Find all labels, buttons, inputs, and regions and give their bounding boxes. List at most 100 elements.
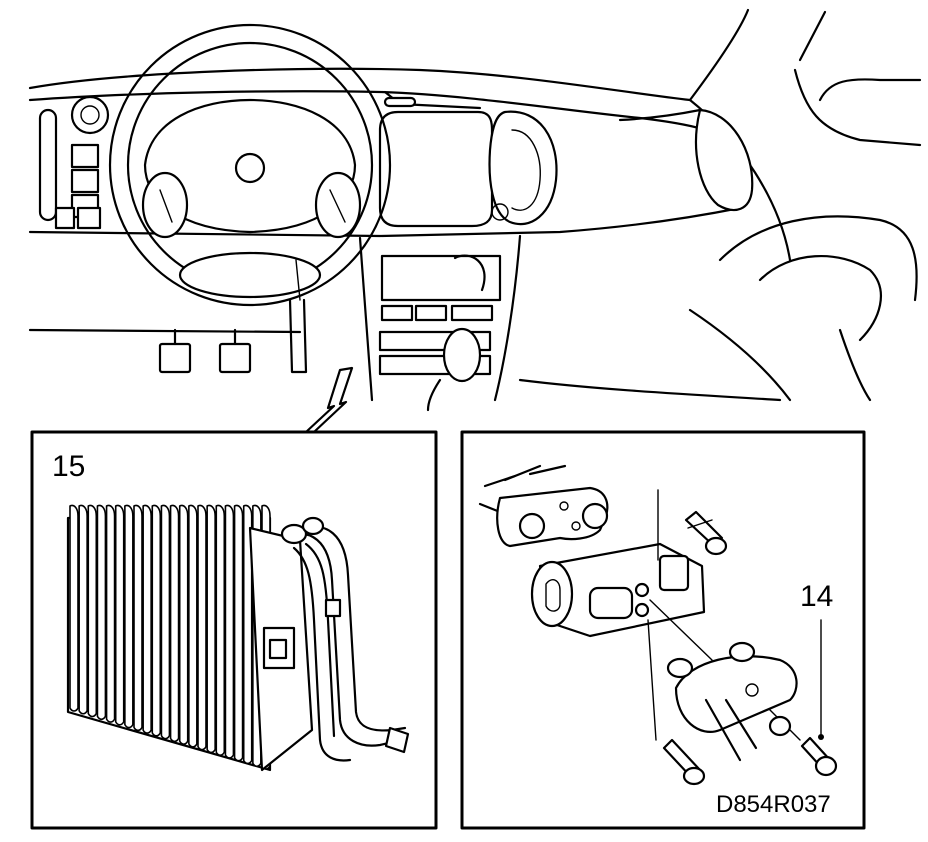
steering-column — [288, 298, 308, 374]
evaporator-label: 15 — [52, 450, 85, 483]
dash-right-brow — [618, 108, 702, 122]
valve-side-port — [658, 554, 690, 592]
centre-vent-right — [488, 110, 558, 226]
defrost-vent — [383, 96, 417, 108]
hazard-button — [491, 203, 509, 221]
screw-14-head — [814, 755, 838, 777]
pipe-clamp — [324, 598, 342, 618]
console-right-edge — [493, 234, 522, 402]
expansion-valve-assembly — [478, 464, 838, 786]
evaporator-fin — [105, 504, 116, 723]
evaporator-bracket-slot — [268, 638, 288, 660]
evaporator-fin — [188, 504, 198, 748]
pipe-stub-3 — [528, 464, 567, 476]
upper-flange-hole-2 — [571, 521, 581, 531]
left-side-vent — [38, 108, 58, 222]
steering-wheel-rim — [108, 23, 392, 307]
upper-flange-port-1 — [518, 512, 546, 540]
evaporator-panel — [30, 430, 438, 830]
pipe-outer-2 — [298, 525, 407, 732]
leader-dot-14 — [818, 734, 824, 740]
upper-bolt-thread — [687, 519, 713, 529]
pipe-inner — [292, 546, 352, 762]
valve-adjuster — [545, 579, 561, 612]
evaporator-fin — [242, 504, 253, 765]
steering-button-marks — [159, 189, 346, 223]
o-ring — [768, 715, 792, 737]
switch-4 — [54, 206, 76, 230]
valve-end-cap — [530, 560, 574, 628]
steering-right-button — [314, 171, 362, 239]
evaporator-fin — [142, 504, 152, 734]
steering-lower-spoke — [178, 251, 322, 299]
evaporator-fin — [69, 504, 79, 712]
gear-knob — [442, 327, 482, 383]
lower-pipe-1 — [704, 698, 742, 762]
lower-bolt-head — [682, 766, 706, 786]
evaporator-fin — [96, 504, 107, 721]
dash-brow — [28, 90, 742, 152]
valve-port-window — [588, 586, 634, 620]
evaporator-fins — [69, 504, 271, 770]
headlight-switch — [70, 95, 110, 135]
vent-louver — [511, 129, 541, 211]
headlight-switch-inner — [80, 105, 100, 125]
dash-lower-edge — [28, 206, 742, 238]
expansion-valve-panel — [460, 430, 866, 830]
seat-cushion — [688, 308, 792, 402]
pipe-fitting-2 — [301, 516, 325, 536]
seat-side — [838, 328, 872, 402]
horn-emblem — [234, 152, 266, 184]
evaporator-fin — [169, 504, 180, 743]
dash-top-edge — [28, 67, 692, 102]
evaporator-fin — [78, 504, 88, 715]
seat-back-inner — [758, 255, 882, 342]
switch-1 — [70, 143, 100, 169]
evaporator-fin — [160, 504, 171, 740]
seat-back — [718, 215, 918, 302]
door-frame — [793, 68, 922, 147]
pipe-inner-2 — [304, 542, 336, 738]
evaporator-fin — [87, 504, 98, 718]
callout-arrow — [304, 366, 354, 434]
evaporator-fin — [114, 504, 125, 726]
centre-vent-left — [378, 110, 494, 228]
floor-line — [518, 378, 782, 402]
dashboard-overview — [28, 8, 922, 412]
drawing-code: D854R037 — [716, 791, 831, 818]
expansion-valve-label: 14 — [800, 580, 833, 613]
pipe-stub-2 — [503, 464, 542, 482]
valve-seal-1 — [634, 582, 650, 598]
switch-2 — [70, 168, 100, 194]
evaporator-fin — [206, 504, 216, 754]
pipe-end — [384, 726, 410, 754]
upper-flange-port-2 — [581, 502, 609, 530]
guide-line-3 — [647, 619, 657, 741]
upper-flange-hole-1 — [559, 501, 569, 511]
evaporator-fin — [178, 504, 189, 745]
evaporator-fin — [151, 504, 162, 737]
pipe-fitting-1 — [280, 523, 308, 545]
gear-boot — [426, 378, 442, 412]
window-edge — [798, 10, 827, 62]
evaporator-fin — [224, 504, 235, 759]
mirror-frame — [818, 78, 922, 102]
evaporator-fin — [215, 504, 226, 756]
evaporator — [66, 504, 410, 772]
evaporator-fin — [133, 504, 143, 732]
knee-panel-edge — [28, 328, 302, 334]
upper-bolt-head — [704, 536, 728, 556]
lower-pipe-2 — [724, 698, 758, 750]
lower-flange-port-2 — [728, 641, 756, 663]
column-shroud — [295, 259, 301, 301]
shift-hook — [453, 254, 486, 292]
lower-flange — [674, 655, 798, 733]
lower-flange-port-1 — [666, 657, 694, 679]
evaporator-fin — [233, 504, 244, 762]
console-left-edge — [358, 236, 374, 402]
a-pillar — [688, 8, 750, 102]
evaporator-fin — [124, 504, 134, 729]
console-button-3 — [450, 304, 494, 322]
radio-unit — [380, 254, 502, 302]
